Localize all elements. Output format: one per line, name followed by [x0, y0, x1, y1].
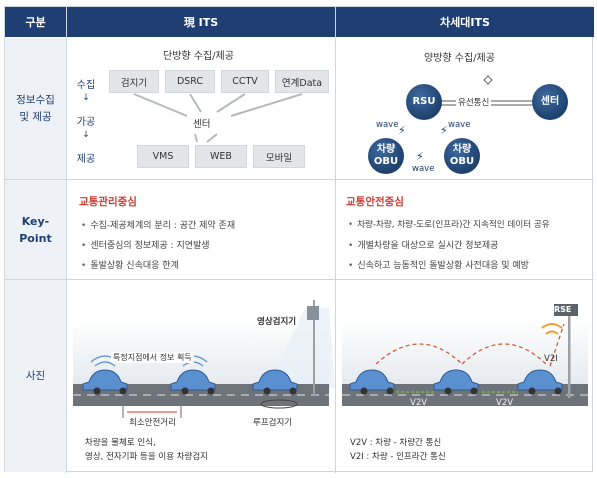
header-category: 구분	[5, 7, 66, 37]
center-node: 센터	[532, 84, 568, 120]
center-node: 센터	[193, 119, 211, 130]
divider	[5, 279, 594, 280]
spot-label: 특정지점에서 정보 획득	[111, 352, 194, 363]
divider	[5, 179, 594, 180]
next-info-title: 양방향 수집/제공	[424, 53, 495, 64]
provide-box-mobile: 모바일	[253, 145, 305, 168]
collect-box-detector: 검지기	[109, 70, 159, 93]
current-key-heading: 교통관리중심	[79, 196, 137, 208]
wave-label: wave	[448, 120, 471, 130]
collect-box-dsrc: DSRC	[165, 70, 215, 93]
divider	[335, 7, 336, 473]
provide-box-vms: VMS	[137, 145, 189, 168]
next-keypoint-cell: 교통안전중심 차량-차량, 차량-도로(인프라)간 지속적인 데이터 공유 개별…	[336, 180, 594, 279]
wave-label: wave	[376, 120, 399, 130]
header-next-its: 차세대ITS	[336, 7, 594, 37]
current-road-scene	[73, 300, 335, 418]
header-current-its: 現 ITS	[67, 7, 335, 37]
lightning-icon: ⚡	[398, 124, 406, 137]
current-photo-cell: 영상검지기 특정지점에서 정보 획득 최소안전거리 루프검지기 차량을 물체로 …	[67, 280, 335, 472]
next-key-bullet: 개별차량을 대상으로 실시간 정보제공	[348, 238, 498, 251]
provide-box-web: WEB	[195, 145, 247, 168]
loop-detector-label: 루프검지기	[251, 416, 295, 428]
current-info-cell: 단방향 수집/제공 수집 ↓ 가공 ↓ 제공 검지기 DSRC CCTV 연계D…	[67, 38, 335, 179]
v2v-label: V2V	[496, 398, 514, 408]
min-distance-label: 최소안전거리	[127, 416, 178, 428]
v2i-label: V2I	[544, 354, 558, 364]
divider	[66, 7, 67, 473]
wired-label: 유선통신	[456, 96, 492, 108]
next-key-heading: 교통안전중심	[346, 196, 404, 208]
current-key-bullet: 센터중심의 정보제공 : 지연발생	[81, 238, 209, 251]
flow-provide: 제공	[76, 154, 96, 165]
collect-box-linked-data: 연계Data	[275, 70, 329, 93]
current-photo-note: 차량을 물체로 인식,영상, 전자기파 등을 이용 차량검지	[85, 438, 208, 462]
collect-box-cctv: CCTV	[221, 70, 269, 93]
row-label-keypoint: Key-Point	[5, 180, 66, 279]
lightning-icon: ⚡	[440, 124, 448, 137]
lightning-icon: ⚡	[416, 150, 424, 163]
current-key-bullet: 수집-제공체계의 분리 : 공간 제약 존재	[81, 218, 235, 231]
next-road-scene	[342, 304, 588, 406]
wave-label: wave	[412, 164, 435, 174]
next-key-bullet: 차량-차량, 차량-도로(인프라)간 지속적인 데이터 공유	[348, 218, 550, 230]
rsu-node: RSU	[406, 84, 442, 120]
rse-label: RSE	[554, 305, 572, 314]
next-key-bullet: 신속하고 능동적인 돌발상황 사전대응 및 예방	[348, 258, 529, 271]
current-keypoint-cell: 교통관리중심 수집-제공체계의 분리 : 공간 제약 존재 센터중심의 정보제공…	[67, 180, 335, 279]
flow-arrows	[133, 93, 303, 143]
flow-process: 가공	[76, 117, 96, 128]
row-label-photo: 사진	[5, 280, 66, 472]
flow-arrow: ↓	[82, 130, 90, 140]
flow-collect: 수집	[76, 80, 96, 91]
current-key-bullet: 돌발상황 신속대응 한계	[81, 258, 179, 271]
video-detector-label: 영상검지기	[255, 315, 299, 327]
current-info-title: 단방향 수집/제공	[163, 51, 234, 62]
flow-arrow: ↓	[82, 93, 90, 103]
v2v-label: V2V	[410, 398, 428, 408]
